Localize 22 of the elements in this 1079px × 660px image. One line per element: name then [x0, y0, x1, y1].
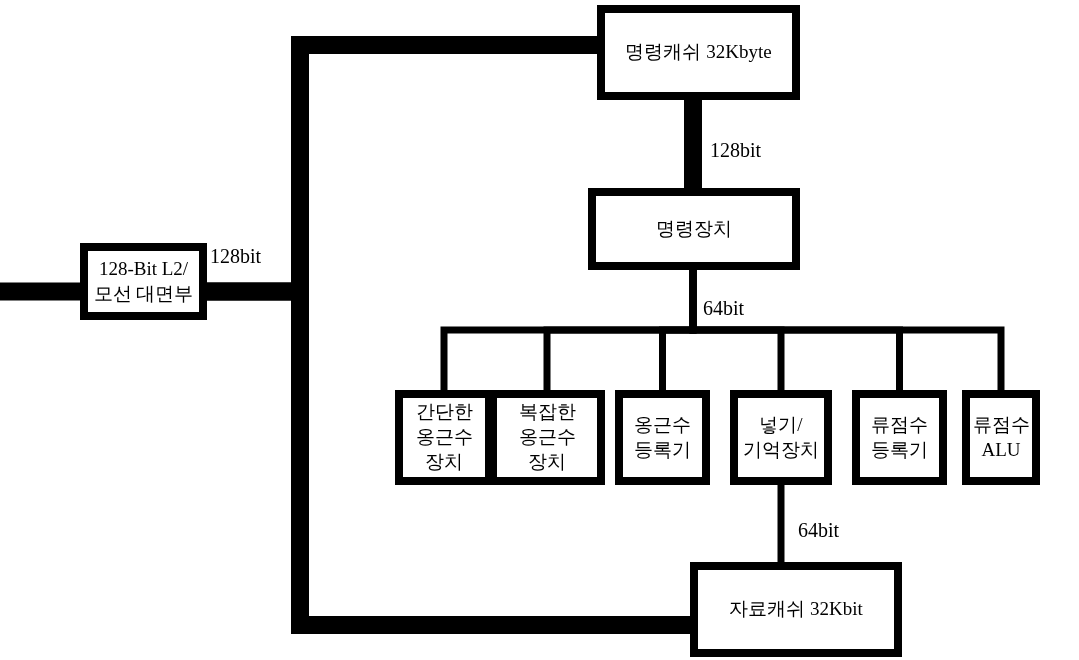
block-label: 넣기/기억장치: [742, 412, 820, 462]
block-label: 류점수 등록기: [870, 412, 929, 462]
block-box: [588, 188, 800, 270]
edge-label: 128bit: [210, 246, 262, 266]
block-box: [690, 562, 902, 657]
block-box: [615, 390, 710, 485]
block-label: 명령캐쉬 32Kbyte: [625, 40, 772, 65]
block-box: [730, 390, 832, 485]
block-label: 간단한 옹근수 장치: [414, 400, 474, 474]
block-label: 명령장치: [656, 216, 732, 241]
block-box: [962, 390, 1040, 485]
block-label: 옹근수 등록기: [633, 412, 692, 462]
block-box: [597, 5, 800, 100]
edge-label: 64bit: [703, 298, 745, 318]
block-label: 류점수 ALU: [972, 412, 1030, 462]
block-label: 128-Bit L2/모선 대면부: [92, 256, 195, 306]
block-box: [80, 243, 207, 320]
block-label: 복잡한 옹근수 장치: [517, 400, 577, 474]
edge-label: 64bit: [798, 520, 840, 540]
block-box: [852, 390, 947, 485]
edge-label: 128bit: [710, 140, 762, 160]
block-label: 자료캐쉬 32Kbit: [729, 597, 863, 622]
